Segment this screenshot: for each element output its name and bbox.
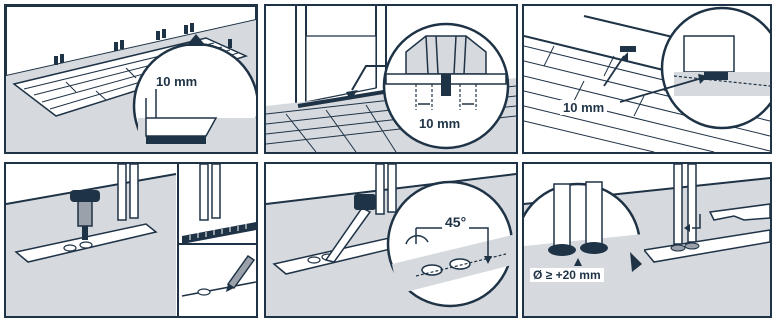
threshold-gap-label: 10 mm — [416, 116, 464, 131]
panel-drill-holes — [4, 162, 258, 318]
panel-hole-diameter: Ø ≥ +20 mm — [522, 162, 772, 318]
panel-threshold-profile: 10 mm — [264, 4, 518, 154]
angle-label: 45° — [442, 214, 470, 230]
cut-45-illustration — [266, 164, 516, 316]
drill-holes-illustration — [6, 164, 256, 316]
panel-cut-45: 45° — [264, 162, 518, 318]
perimeter-gap-illustration — [524, 6, 770, 152]
perimeter-gap-label: 10 mm — [560, 100, 608, 115]
hole-diameter-illustration — [524, 164, 770, 316]
threshold-profile-illustration — [266, 6, 516, 152]
hole-diameter-label: Ø ≥ +20 mm — [530, 268, 604, 282]
panel-perimeter-gap: 10 mm — [522, 4, 772, 154]
spacer-gap-illustration — [6, 6, 256, 152]
gap-label: 10 mm — [153, 74, 201, 89]
panel-spacer-gap: 10 mm — [4, 4, 258, 154]
